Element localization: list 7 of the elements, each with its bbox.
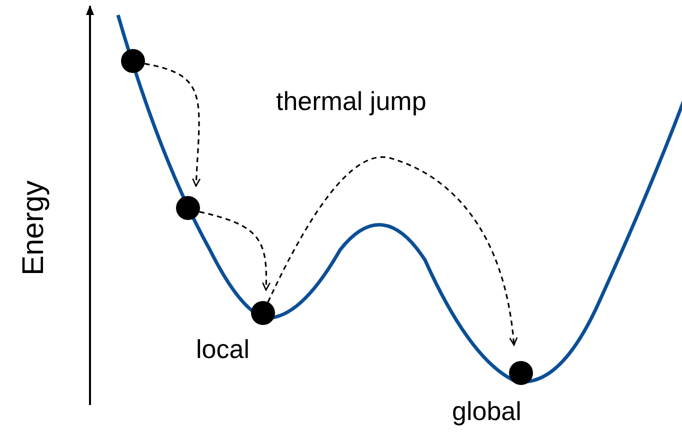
dashed-arrow [199,211,270,291]
dashed-arrow [267,156,518,346]
axis-label: Energy [19,180,49,276]
minimum-label: local [196,336,250,362]
annotation-label: thermal jump [276,88,426,114]
dashed-arrow [144,62,201,187]
minimum-label: global [452,398,522,424]
